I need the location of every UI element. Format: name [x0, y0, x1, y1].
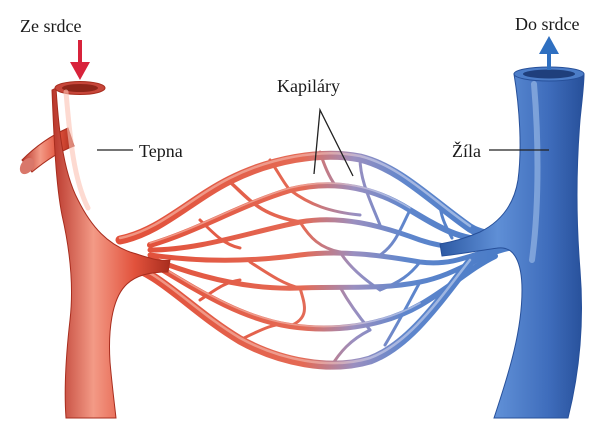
label-capillaries: Kapiláry	[277, 77, 340, 95]
label-artery: Tepna	[139, 142, 183, 160]
arrow-out-of-vein-icon	[539, 36, 559, 70]
artery-vessel	[17, 82, 170, 419]
vein-vessel	[440, 67, 584, 418]
label-vein: Žíla	[452, 142, 481, 160]
label-to-heart: Do srdce	[515, 15, 579, 33]
capillary-trunk-upper	[120, 155, 540, 240]
capillary-leader-lines	[314, 110, 353, 176]
arrow-into-artery-icon	[70, 40, 90, 80]
label-from-heart: Ze srdce	[20, 17, 81, 35]
vein-main	[440, 74, 584, 418]
capillary-network	[120, 152, 540, 368]
